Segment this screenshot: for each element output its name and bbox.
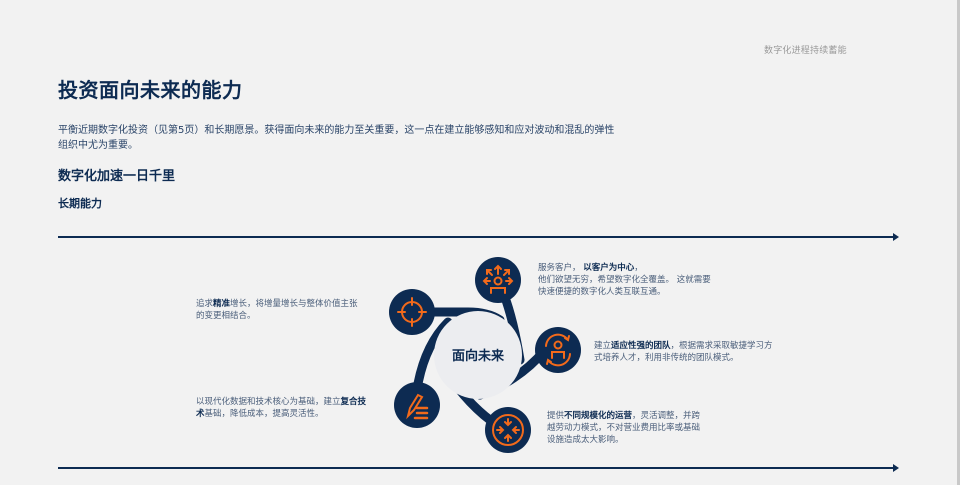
callout-adaptive-team: 建立适应性强的团队，根据需求采取敏捷学习方 式培养人才，利用非传统的团队模式。: [594, 341, 773, 363]
person-cycle-icon: [545, 333, 571, 367]
top-divider-arrowhead: [893, 233, 899, 241]
target-crosshair-icon: [397, 297, 427, 327]
bottom-divider-arrowhead: [893, 464, 899, 472]
node-scalable-ops: [485, 407, 531, 453]
node-precision-growth: [389, 289, 435, 335]
subsection-heading: 长期能力: [58, 197, 102, 210]
callout-customer-centric: 服务客户， 以客户为中心， 他们欲望无穷，希望数字化全覆盖。 这就需要 快速便捷…: [538, 263, 711, 297]
callout-composite-tech: 以现代化数据和技术核心为基础，建立复合技 术基础，降低成本，提高灵活性。: [196, 397, 367, 419]
bottom-divider-line: [58, 467, 894, 469]
page-title: 投资面向未来的能力: [58, 78, 243, 102]
future-capabilities-diagram: 面向未来: [389, 257, 581, 453]
arrows-converge-icon: [492, 414, 524, 446]
page-edge: [957, 0, 960, 485]
intro-paragraph: 平衡近期数字化投资（见第5页）和长期愿景。获得面向未来的能力至关重要，这一点在建…: [58, 125, 615, 151]
people-arrows-icon: [482, 264, 514, 294]
running-head: 数字化进程持续蓄能: [764, 46, 847, 56]
pencil-list-icon: [406, 393, 429, 420]
center-hub: [434, 311, 522, 399]
node-customer-centric: [475, 257, 521, 303]
node-composite-tech: [394, 382, 440, 428]
callout-scalable-ops: 提供不同规模化的运营，灵活调整，并跨 越劳动力模式，不对营业费用比率或基础 设施…: [547, 411, 701, 445]
section-heading: 数字化加速一日千里: [58, 169, 176, 184]
top-divider-line: [58, 236, 894, 238]
center-label: 面向未来: [452, 348, 505, 364]
callout-precision-growth: 追求精准增长，将增量增长与整体价值主张 的变更相结合。: [196, 299, 358, 321]
node-adaptive-team: [535, 327, 581, 373]
